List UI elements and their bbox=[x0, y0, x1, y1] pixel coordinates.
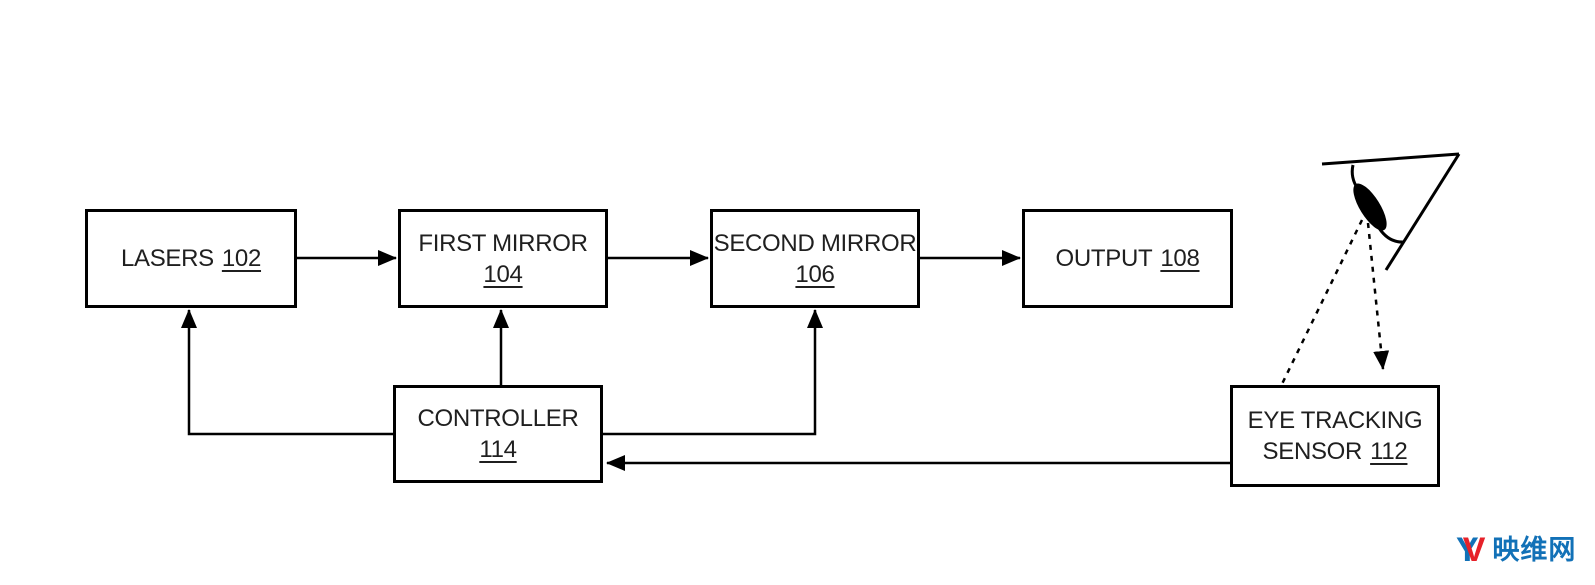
eye-lower-lid-diagonal bbox=[1384, 153, 1461, 271]
watermark-logo-y: Y bbox=[1456, 531, 1479, 569]
watermark-yivian-logo: Y V 映维网 bbox=[1456, 533, 1576, 567]
node-lasers-label: LASERS bbox=[120, 245, 214, 272]
dashed-arrow-eye-to-sensor bbox=[1366, 222, 1390, 370]
node-second-mirror-label: SECOND MIRROR bbox=[713, 229, 917, 257]
eye-pupil bbox=[1353, 183, 1387, 231]
watermark-site-name: 映维网 bbox=[1492, 534, 1577, 565]
node-controller-label: CONTROLLER bbox=[417, 405, 579, 432]
node-controller-ref: 114 bbox=[479, 436, 517, 463]
node-second-mirror-ref: 106 bbox=[795, 260, 835, 288]
node-lasers: LASERS 102 bbox=[85, 209, 297, 308]
dashed-ray-sensor-to-eye bbox=[1280, 219, 1364, 385]
node-output-ref: 108 bbox=[1160, 245, 1200, 272]
node-sensor-label-line1: EYE TRACKING bbox=[1247, 407, 1423, 434]
node-second-mirror: SECOND MIRROR 106 bbox=[710, 209, 920, 308]
node-first-mirror-label: FIRST MIRROR bbox=[418, 229, 588, 257]
node-output-label: OUTPUT bbox=[1055, 245, 1153, 272]
node-sensor-ref: 112 bbox=[1370, 438, 1408, 465]
node-controller: CONTROLLER 114 bbox=[393, 385, 603, 483]
node-sensor-label-line2: SENSOR bbox=[1262, 438, 1363, 465]
watermark-logo-v: V bbox=[1462, 531, 1486, 569]
arrow-controller-to-second-mirror bbox=[603, 309, 823, 436]
eye-illustration-icon bbox=[1321, 152, 1461, 271]
node-eye-tracking-sensor: EYE TRACKING SENSOR 112 bbox=[1230, 385, 1440, 487]
node-first-mirror-ref: 104 bbox=[483, 260, 523, 288]
node-lasers-ref: 102 bbox=[221, 245, 262, 272]
arrow-controller-to-lasers bbox=[181, 309, 393, 436]
node-first-mirror: FIRST MIRROR 104 bbox=[398, 209, 608, 308]
eye-upper-lid bbox=[1321, 152, 1460, 166]
node-output: OUTPUT 108 bbox=[1022, 209, 1233, 308]
